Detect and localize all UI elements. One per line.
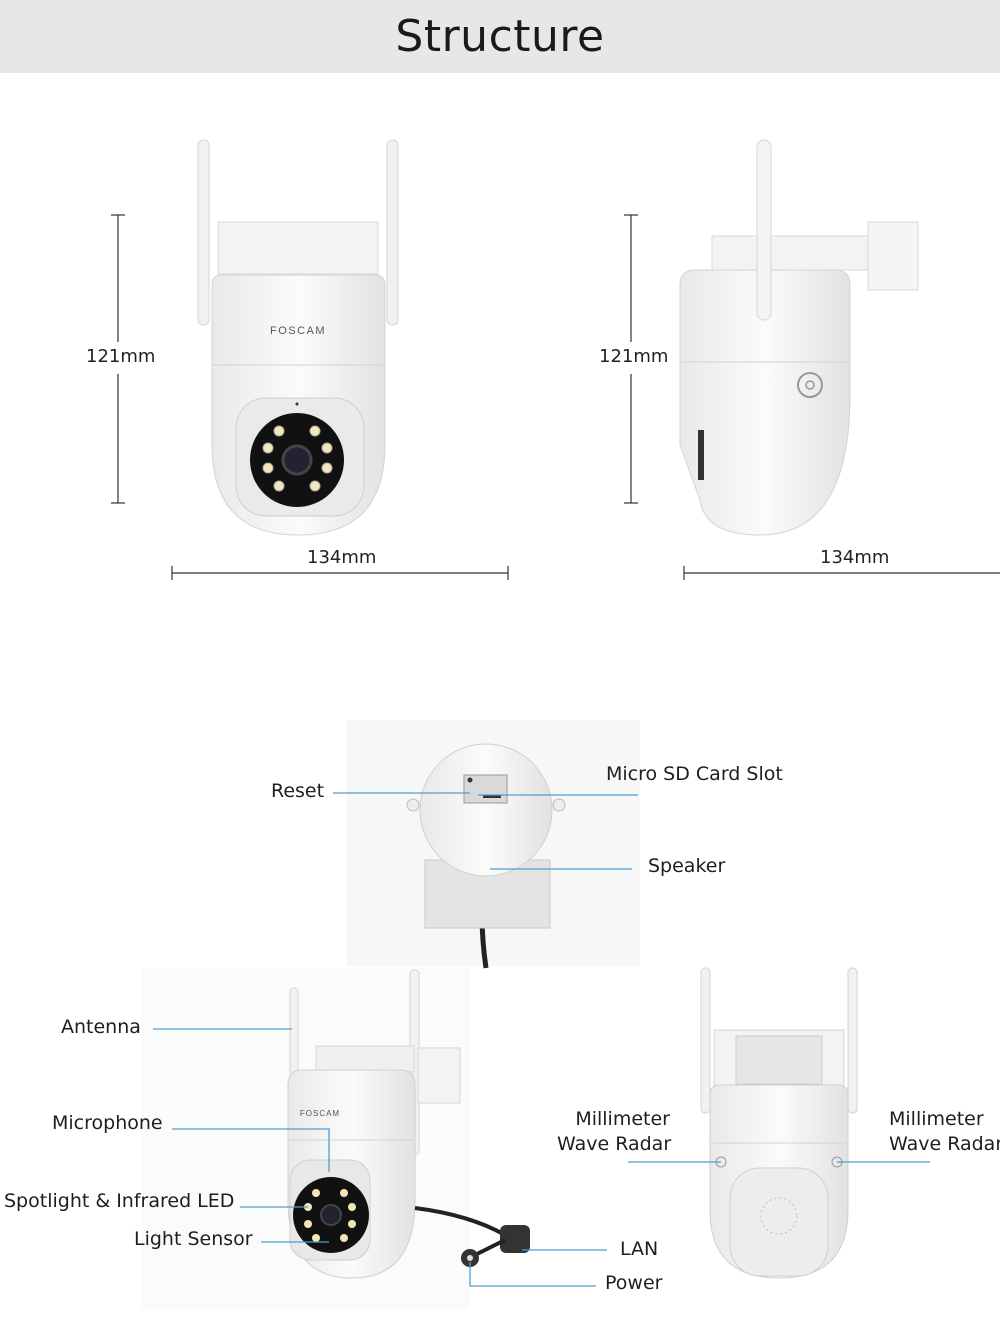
callout-microphone: Microphone: [52, 1112, 163, 1134]
callout-micro-sd: Micro SD Card Slot: [606, 763, 783, 785]
callout-radar-right: Millimeter Wave Radar: [889, 1107, 1000, 1156]
side-width-label: 134mm: [820, 547, 890, 568]
front-width-label: 134mm: [307, 547, 377, 568]
camera-body: [419, 743, 553, 877]
camera-body: [679, 269, 851, 536]
front-height-label: 121mm: [86, 346, 156, 367]
callout-reset: Reset: [271, 780, 325, 802]
callout-lan: LAN: [620, 1238, 659, 1260]
speaker-grille: [760, 1197, 798, 1235]
reset-hole: [467, 777, 473, 783]
dimension-lines: [111, 214, 1000, 580]
camera-perspective-view: [142, 968, 530, 1310]
camera-front-view: [197, 139, 399, 536]
callout-radar-left-line2: Wave Radar: [557, 1132, 672, 1155]
camera-rear-view: [700, 967, 858, 1279]
camera-back-view: [347, 720, 640, 969]
callout-radar-right-line2: Wave Radar: [889, 1132, 1000, 1155]
callout-lines: [153, 792, 930, 1287]
mount-bracket: [217, 221, 379, 275]
callout-antenna: Antenna: [61, 1016, 141, 1038]
antenna: [756, 139, 772, 321]
callout-spotlight-led: Spotlight & Infrared LED: [4, 1190, 235, 1212]
side-height-label: 121mm: [599, 346, 669, 367]
wall-mount: [867, 221, 919, 291]
antenna-left: [197, 139, 210, 326]
header-bar: Structure: [0, 0, 1000, 73]
callout-radar-right-line1: Millimeter: [889, 1108, 984, 1130]
foscam-logo: FOSCAM: [300, 1109, 340, 1118]
lan-connector: [500, 1225, 530, 1253]
callout-radar-left-line1: Millimeter: [575, 1108, 670, 1130]
callout-power: Power: [605, 1272, 663, 1294]
callout-radar-left: Millimeter Wave Radar: [557, 1107, 672, 1156]
callout-speaker: Speaker: [648, 855, 726, 877]
callout-light-sensor: Light Sensor: [134, 1228, 253, 1250]
radar-sensor: [797, 372, 823, 398]
foscam-logo: FOSCAM: [270, 325, 326, 337]
page-title: Structure: [395, 11, 605, 62]
lens: [281, 444, 313, 476]
antenna-right: [386, 139, 399, 326]
camera-side-view: [679, 139, 919, 536]
